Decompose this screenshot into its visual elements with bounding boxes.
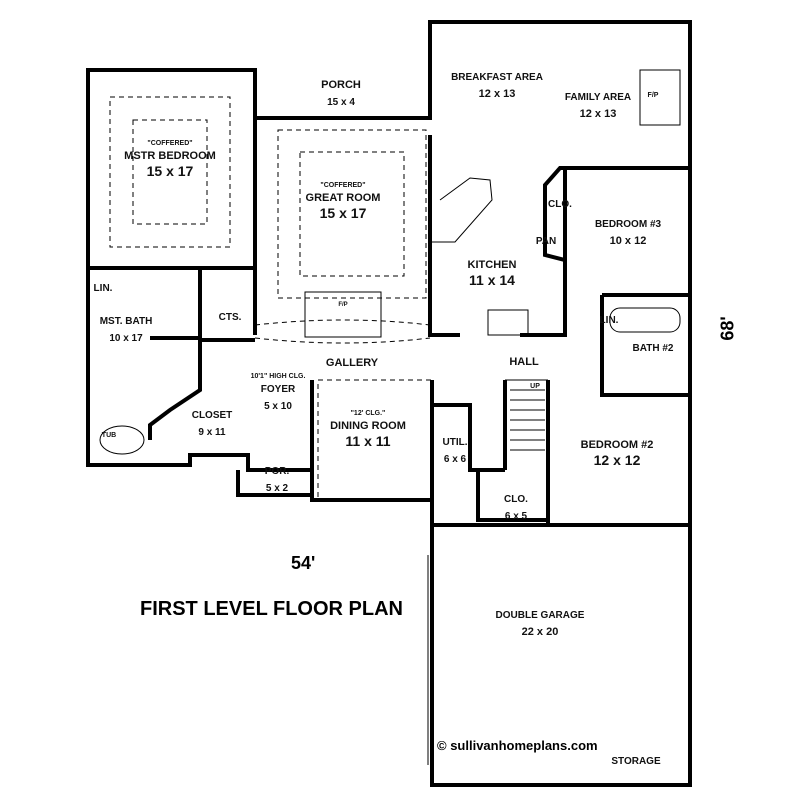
- label-up: UP: [530, 383, 540, 390]
- width-dimension: 54': [291, 553, 316, 573]
- master-tub: [99, 425, 145, 455]
- fireplace-family: [639, 69, 681, 126]
- label-fp-great: F/P: [338, 302, 348, 308]
- label-clo: CLO.: [548, 199, 572, 210]
- kitchen-island: [430, 177, 493, 243]
- room-size-garage: 22 x 20: [521, 625, 559, 638]
- room-size-breakfast: 12 x 13: [478, 87, 516, 100]
- room-size-bedroom3: 10 x 12: [609, 234, 647, 247]
- room-size-util: 6 x 6: [443, 453, 467, 465]
- room-size-master-bath: 10 x 17: [109, 332, 143, 344]
- room-name-por: POR.: [264, 466, 290, 477]
- label-lin2: LIN.: [599, 315, 619, 326]
- bathtub: [609, 307, 681, 333]
- room-size-porch: 15 x 4: [327, 96, 355, 108]
- room-size-master: 15 x 17: [146, 163, 194, 180]
- label-storage: STORAGE: [611, 756, 661, 767]
- room-name-garage: DOUBLE GARAGE: [495, 610, 585, 621]
- room-size-foyer: 5 x 10: [264, 401, 292, 413]
- kitchen-counter: [487, 309, 529, 336]
- room-size-closet: 9 x 11: [198, 426, 226, 438]
- room-name-great: GREAT ROOM: [305, 192, 381, 205]
- room-note-master: "COFFERED": [147, 140, 193, 147]
- copyright: © sullivanhomeplans.com: [437, 738, 598, 753]
- room-size-bedroom2: 12 x 12: [593, 451, 641, 468]
- room-name-foyer: FOYER: [260, 384, 296, 396]
- label-lin1: LIN.: [93, 283, 113, 294]
- room-size-dining: 11 x 11: [345, 433, 391, 450]
- plan-title: FIRST LEVEL FLOOR PLAN: [140, 598, 403, 620]
- label-bath2: BATH #2: [632, 343, 674, 354]
- room-size-clo2: 6 x 5: [504, 510, 528, 522]
- room-name-closet: CLOSET: [191, 410, 233, 421]
- label-tub: TUB: [101, 432, 117, 439]
- room-name-family: FAMILY AREA: [564, 92, 632, 103]
- depth-dimension: 68': [717, 316, 738, 341]
- room-name-util: UTIL.: [442, 437, 468, 448]
- room-name-master: MSTR BEDROOM: [124, 150, 216, 163]
- room-size-family: 12 x 13: [579, 107, 617, 120]
- label-hall: HALL: [509, 356, 539, 368]
- coffered-ceiling-lines: [109, 96, 433, 501]
- room-name-bedroom3: BEDROOM #3: [594, 219, 662, 230]
- room-name-porch: PORCH: [321, 79, 361, 91]
- room-name-master-bath: MST. BATH: [99, 316, 153, 327]
- label-pan: PAN: [535, 236, 557, 247]
- room-note-foyer: 10'1" HIGH CLG.: [250, 373, 306, 380]
- room-size-kitchen: 11 x 14: [469, 271, 515, 288]
- room-name-dining: DINING ROOM: [330, 420, 406, 433]
- room-size-por: 5 x 2: [265, 482, 289, 494]
- fireplace-great-room: [304, 291, 382, 338]
- room-note-great: "COFFERED": [320, 182, 366, 189]
- room-name-kitchen: KITCHEN: [467, 259, 517, 271]
- exterior-walls: [86, 20, 692, 787]
- room-name-breakfast: BREAKFAST AREA: [451, 72, 543, 83]
- label-cts: CTS.: [218, 312, 242, 323]
- room-size-great: 15 x 17: [319, 205, 367, 222]
- room-name-bedroom2: BEDROOM #2: [580, 439, 654, 451]
- stairs: [505, 379, 548, 451]
- room-name-clo2: CLO.: [504, 494, 528, 505]
- label-fp-family: F/P: [647, 92, 659, 99]
- room-note-dining: "12' CLG.": [350, 410, 386, 417]
- label-gallery: GALLERY: [325, 357, 379, 369]
